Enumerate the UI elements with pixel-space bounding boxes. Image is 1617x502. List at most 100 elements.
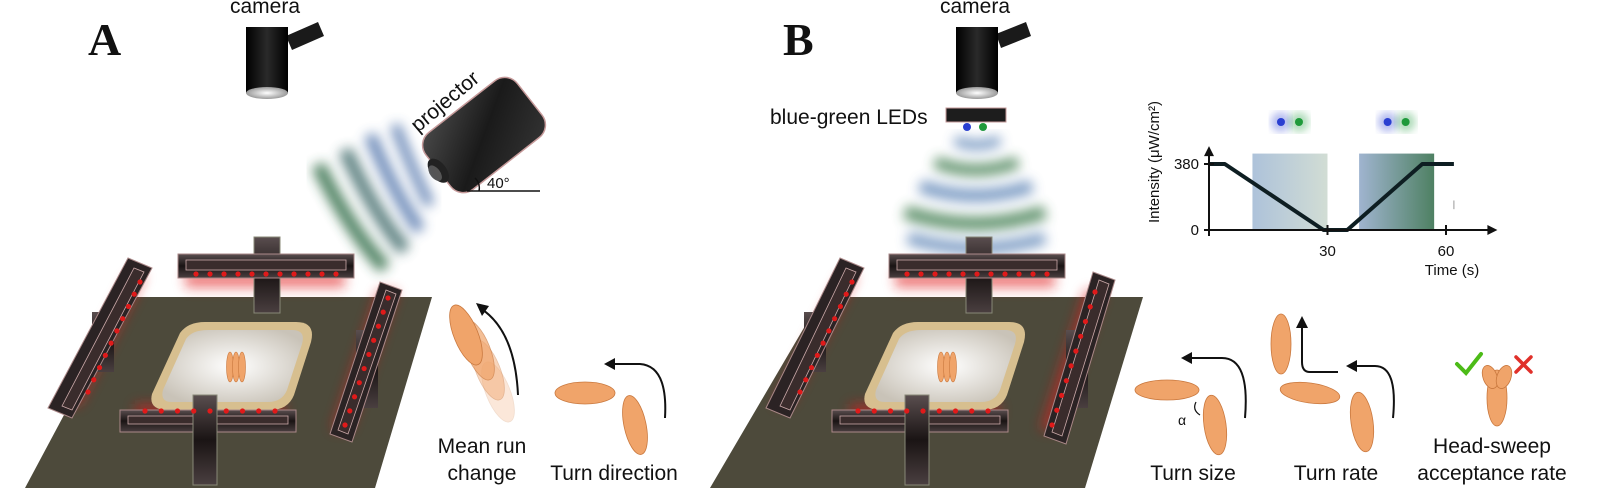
rail-front-b	[831, 394, 1009, 486]
head-sweep-label-2: acceptance rate	[1417, 462, 1566, 485]
ir-led-a	[366, 351, 372, 358]
ir-led-b	[820, 340, 826, 346]
led-bar-icon: blue-green LEDs	[770, 106, 1007, 131]
ir-led-b	[1049, 422, 1055, 428]
mean-run-label-2: change	[448, 462, 517, 485]
ir-led-a	[207, 408, 213, 414]
ir-led-a	[277, 271, 283, 277]
turn-rate-label: Turn rate	[1294, 462, 1378, 485]
projector-beam	[311, 123, 435, 273]
x-tick-label: 30	[1319, 243, 1336, 260]
ir-led-b	[887, 408, 894, 414]
ir-led-a	[356, 380, 362, 386]
panel-a: A camera projector 40°	[25, 0, 678, 488]
ir-led-b	[946, 271, 952, 277]
ir-led-a	[137, 279, 143, 285]
led-beam	[902, 135, 1048, 254]
ir-led-a	[102, 352, 108, 358]
ir-led-a	[256, 408, 262, 414]
ir-led-b	[904, 408, 910, 414]
rail-right-b	[1043, 271, 1116, 445]
ir-led-b	[808, 364, 815, 371]
ir-led-b	[1016, 271, 1022, 277]
ir-led-a	[239, 408, 246, 414]
ir-led-a	[223, 408, 229, 414]
rail-left-a	[47, 257, 153, 419]
projector-icon: projector 40°	[406, 67, 547, 194]
behavior-turn-direction-a: Turn direction	[550, 358, 678, 485]
head-sweep-label-1: Head-sweep	[1433, 435, 1551, 458]
ir-led-a	[120, 316, 126, 322]
ir-led-a	[319, 271, 325, 277]
ir-led-b	[952, 408, 959, 414]
ir-led-a	[191, 408, 197, 414]
check-icon	[1455, 352, 1483, 377]
ir-led-b	[1054, 407, 1060, 413]
ir-led-a	[91, 377, 97, 383]
ir-led-a	[125, 303, 132, 310]
ir-led-b	[974, 271, 980, 277]
turn-direction-label: Turn direction	[550, 462, 678, 485]
alpha-label: α	[1178, 412, 1186, 428]
ir-led-a	[193, 271, 199, 277]
dish-b	[864, 322, 1025, 410]
ir-led-b	[1087, 304, 1093, 310]
larva-group-a	[226, 351, 246, 383]
ir-led-a	[249, 271, 255, 277]
dish-a	[151, 322, 312, 410]
camera-b-icon: camera	[940, 0, 1031, 99]
ir-led-a	[342, 422, 348, 428]
y-axis-arrow	[1204, 146, 1214, 157]
rail-left-b	[765, 257, 865, 419]
ir-led-a	[158, 408, 164, 414]
ir-led-a	[361, 365, 367, 372]
larva-group-b	[937, 351, 957, 383]
camera-a-label: camera	[230, 0, 300, 18]
behavior-mean-run-a: Mean run change	[438, 303, 527, 485]
behavior-head-sweep-b: Head-sweep acceptance rate	[1417, 352, 1567, 485]
ir-led-a	[235, 271, 241, 277]
x-axis-arrow	[1487, 225, 1498, 235]
ir-led-b	[1073, 348, 1079, 354]
leds-label: blue-green LEDs	[770, 106, 928, 129]
ir-led-b	[936, 408, 942, 414]
ir-led-b	[814, 352, 820, 358]
ir-led-a	[114, 328, 120, 334]
ir-led-b	[904, 271, 910, 277]
led-icon	[1294, 118, 1303, 126]
ir-led-a	[291, 271, 297, 277]
ir-led-a	[207, 271, 213, 277]
ir-leds-b	[797, 271, 1098, 428]
ir-led-a	[96, 364, 103, 371]
led-icon	[1276, 118, 1285, 126]
ir-led-b	[1030, 271, 1036, 277]
ir-led-b	[849, 279, 855, 285]
ir-led-a	[375, 323, 382, 329]
ir-led-b	[871, 408, 877, 414]
ir-led-b	[803, 377, 809, 383]
ir-led-a	[380, 309, 386, 315]
ir-led-a	[142, 408, 148, 414]
ir-led-b	[1063, 378, 1069, 384]
ir-led-a	[272, 408, 278, 414]
panel-a-letter: A	[88, 14, 121, 65]
ir-led-b	[1078, 333, 1084, 339]
x-tick-label: 60	[1438, 243, 1455, 260]
ir-led-b	[1082, 318, 1089, 325]
ir-led-a	[351, 394, 358, 400]
behavior-turn-rate-b: Turn rate	[1270, 313, 1395, 485]
ir-led-b	[843, 291, 849, 297]
ir-led-a	[85, 389, 91, 395]
ir-led-b	[1044, 271, 1050, 277]
ir-leds-a	[85, 271, 391, 428]
angle-label: 40°	[487, 175, 510, 192]
ir-led-b	[837, 303, 844, 310]
mean-run-label-1: Mean run	[438, 435, 527, 458]
ir-led-b	[826, 328, 832, 334]
ir-led-a	[333, 271, 339, 277]
rail-front-a	[119, 394, 297, 486]
ir-led-a	[371, 337, 377, 343]
ir-led-b	[932, 271, 938, 277]
